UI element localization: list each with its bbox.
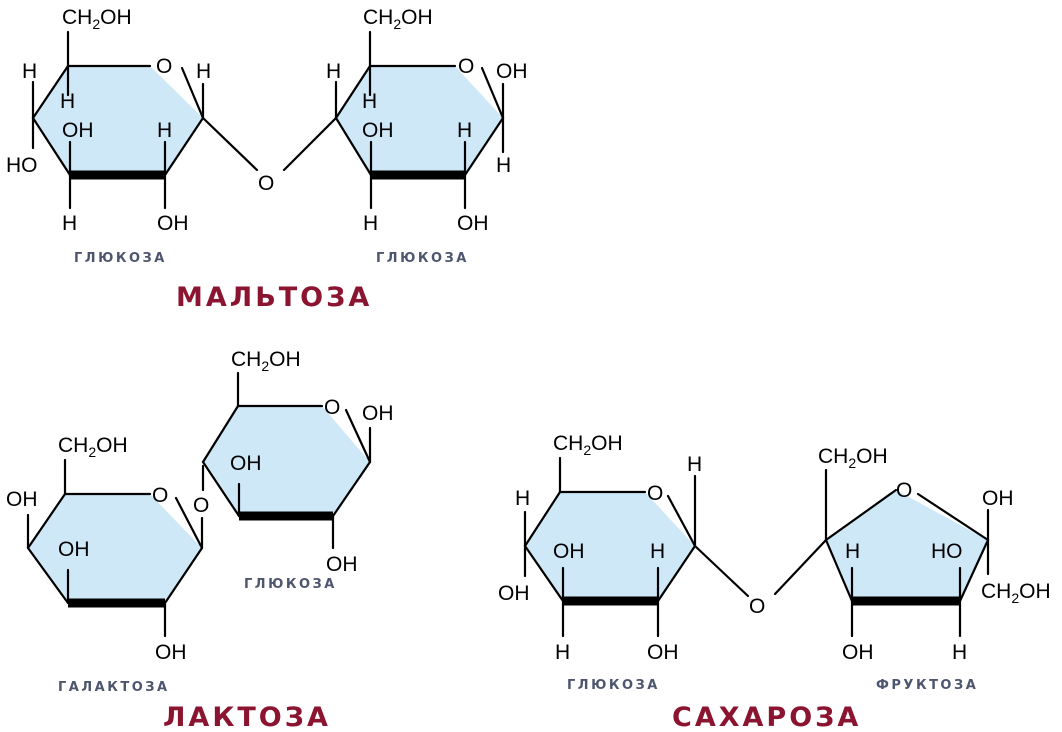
substituent-label: H <box>457 119 472 142</box>
ring-oxygen-atom: O <box>324 396 340 419</box>
right-monomer-caption: ГЛЮКОЗА <box>244 577 337 592</box>
substituent-label: H <box>60 90 75 113</box>
ch2oh-group: CH2OH <box>363 6 433 32</box>
right-monomer-caption: ФРУКТОЗА <box>876 678 978 693</box>
left-monomer-caption: ГЛЮКОЗА <box>74 251 167 266</box>
substituent-label: H <box>363 212 378 235</box>
substituent-label: OH <box>647 641 679 664</box>
substituent-label: OH <box>157 212 189 235</box>
left-monomer-caption: ГЛЮКОЗА <box>567 678 660 693</box>
ring-oxygen-atom: O <box>156 55 172 78</box>
substituent-label: OH <box>982 487 1014 510</box>
substituent-label: OH <box>362 119 394 142</box>
substituent-label: HO <box>931 540 963 563</box>
lactose-structure: CH2OH O OH OH OH O CH2OH O OH OH OH ГЛЮК… <box>6 348 394 732</box>
substituent-label: H <box>515 487 530 510</box>
substituent-label: H <box>62 212 77 235</box>
maltose-structure: CH2OH O H H OH H HO H OH H O <box>6 6 528 313</box>
substituent-label: H <box>650 540 665 563</box>
substituent-label: H <box>952 641 967 664</box>
substituent-label: OH <box>58 538 90 561</box>
substituent-label: OH <box>498 582 530 605</box>
substituent-label: H <box>687 453 702 476</box>
ring-oxygen-atom: O <box>458 55 474 78</box>
disaccharide-title: МАЛЬТОЗА <box>176 282 372 313</box>
glycosidic-oxygen-atom: O <box>193 494 209 517</box>
substituent-label: OH <box>155 641 187 664</box>
glycosidic-oxygen-atom: O <box>258 172 274 195</box>
substituent-label: H <box>326 60 341 83</box>
left-monomer-caption: ГАЛАКТОЗА <box>58 680 170 695</box>
ring-oxygen-atom: O <box>152 484 168 507</box>
disaccharide-title: ЛАКТОЗА <box>163 702 331 732</box>
sucrose-structure: CH2OH O H H OH H OH H OH O CH2OH <box>498 432 1051 732</box>
sucrose-glucose-ring: CH2OH O H H OH H OH H OH <box>498 432 750 664</box>
substituent-label: OH <box>496 60 528 83</box>
ring-oxygen-atom: O <box>896 479 912 502</box>
ch2oh-group: CH2OH <box>58 434 128 460</box>
substituent-label: H <box>362 90 377 113</box>
sucrose-fructose-ring: CH2OH O OH H HO CH2OH OH H <box>818 445 1051 664</box>
substituent-label: OH <box>62 119 94 142</box>
glycosidic-oxygen-atom: O <box>749 595 765 618</box>
substituent-label: H <box>845 540 860 563</box>
ch2oh-group: CH2OH <box>553 432 623 458</box>
substituent-label: HO <box>6 154 38 177</box>
substituent-label: H <box>196 60 211 83</box>
substituent-label: OH <box>457 212 489 235</box>
substituent-label: OH <box>842 641 874 664</box>
ch2oh-group: CH2OH <box>981 580 1051 606</box>
lactose-glucose-ring: CH2OH O OH OH OH <box>201 348 394 576</box>
ring-oxygen-atom: O <box>647 482 663 505</box>
substituent-label: OH <box>553 540 585 563</box>
ch2oh-group: CH2OH <box>818 445 888 471</box>
substituent-label: OH <box>362 402 394 425</box>
ch2oh-group: CH2OH <box>231 348 301 374</box>
substituent-label: OH <box>326 553 358 576</box>
substituent-label: H <box>555 641 570 664</box>
substituent-label: OH <box>230 452 262 475</box>
ch2oh-group: CH2OH <box>62 6 132 32</box>
substituent-label: OH <box>6 488 38 511</box>
substituent-label: H <box>496 154 511 177</box>
substituent-label: H <box>157 119 172 142</box>
maltose-right-glucose-ring: CH2OH O H H OH H OH H OH H <box>326 6 528 235</box>
disaccharide-title: САХАРОЗА <box>672 702 861 732</box>
lactose-galactose-ring: CH2OH O OH OH OH <box>6 434 204 664</box>
maltose-left-glucose-ring: CH2OH O H H OH H HO H OH H <box>6 6 259 235</box>
right-monomer-caption: ГЛЮКОЗА <box>376 251 469 266</box>
substituent-label: H <box>22 60 37 83</box>
